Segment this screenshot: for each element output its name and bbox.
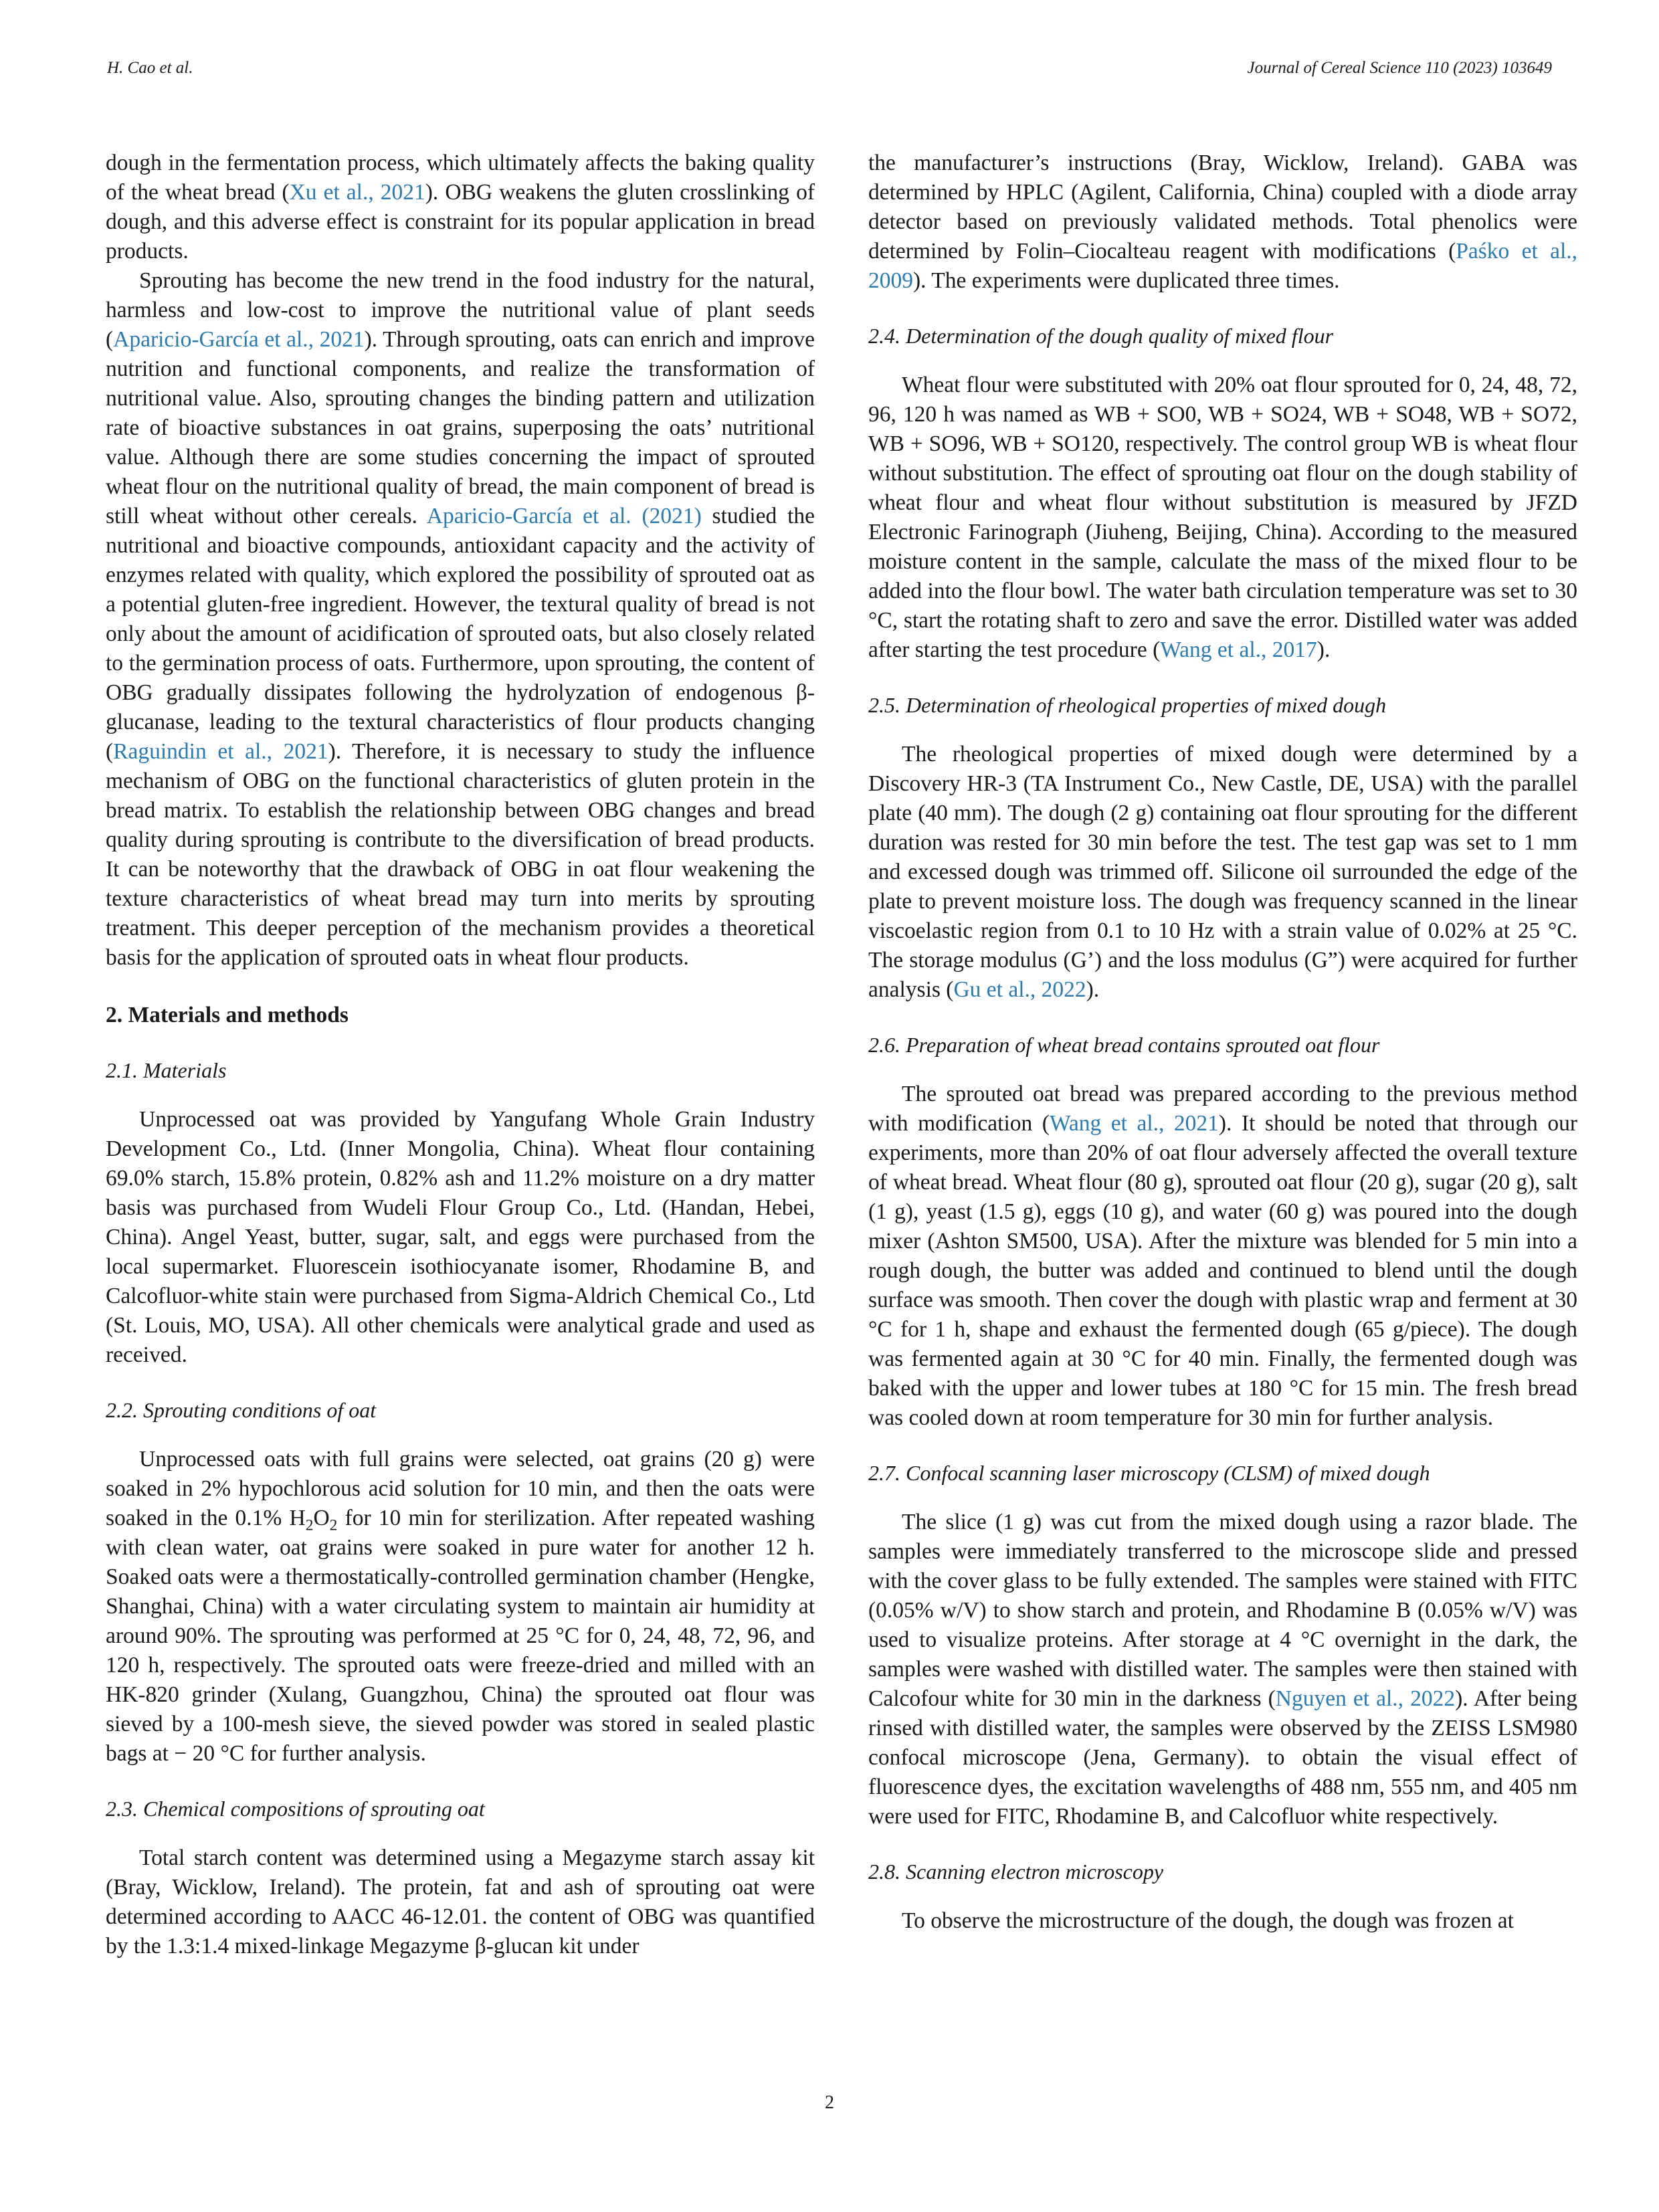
running-head-journal: Journal of Cereal Science 110 (2023) 103… <box>1247 59 1552 77</box>
subsection-heading-sem: 2.8. Scanning electron microscopy <box>868 1859 1164 1884</box>
citation-link[interactable]: Nguyen et al., 2022 <box>1275 1686 1456 1711</box>
citation-link[interactable]: Paśko et al., 2009 <box>868 239 1577 293</box>
subsection-heading-dough-quality: 2.4. Determination of the dough quality … <box>868 324 1334 348</box>
running-head-authors: H. Cao et al. <box>107 59 193 77</box>
paragraph-chemical-continued: the manufacturer’s instructions (Bray, W… <box>868 150 1577 293</box>
citation-link[interactable]: Wang et al., 2017 <box>1160 637 1317 662</box>
subsection-heading-materials: 2.1. Materials <box>106 1058 227 1082</box>
left-column: dough in the fermentation process, which… <box>106 148 815 1961</box>
paragraph-sem: To observe the microstructure of the dou… <box>902 1908 1514 1933</box>
citation-link[interactable]: Aparicio-García et al., 2021 <box>113 327 365 352</box>
paragraph-intro-continued: dough in the fermentation process, which… <box>106 150 815 264</box>
citation-link[interactable]: Gu et al., 2022 <box>953 977 1086 1002</box>
paragraph-dough-quality: Wheat flour were substituted with 20% oa… <box>868 373 1577 662</box>
section-heading-materials-methods: 2. Materials and methods <box>106 1003 349 1027</box>
right-column: the manufacturer’s instructions (Bray, W… <box>868 148 1577 1936</box>
subsection-heading-rheology: 2.5. Determination of rheological proper… <box>868 693 1387 717</box>
subsection-heading-clsm: 2.7. Confocal scanning laser microscopy … <box>868 1461 1430 1485</box>
citation-link[interactable]: Wang et al., 2021 <box>1049 1111 1219 1136</box>
citation-link[interactable]: Aparicio-García et al. (2021) <box>426 504 702 528</box>
subsection-heading-bread-preparation: 2.6. Preparation of wheat bread contains… <box>868 1033 1380 1057</box>
paragraph-clsm: The slice (1 g) was cut from the mixed d… <box>868 1510 1577 1829</box>
subsection-heading-chemical: 2.3. Chemical compositions of sprouting … <box>106 1797 485 1821</box>
paragraph-chemical-compositions: Total starch content was determined usin… <box>106 1845 815 1958</box>
paragraph-sprouting-trend: Sprouting has become the new trend in th… <box>106 268 815 970</box>
subsection-heading-sprouting: 2.2. Sprouting conditions of oat <box>106 1398 377 1422</box>
paragraph-materials: Unprocessed oat was provided by Yangufan… <box>106 1107 815 1367</box>
paragraph-rheology: The rheological properties of mixed doug… <box>868 742 1577 1002</box>
page-number: 2 <box>825 2092 834 2113</box>
citation-link[interactable]: Xu et al., 2021 <box>289 180 425 205</box>
citation-link[interactable]: Raguindin et al., 2021 <box>113 739 328 764</box>
paragraph-sprouting-conditions: Unprocessed oats with full grains were s… <box>106 1447 815 1766</box>
paragraph-bread-preparation: The sprouted oat bread was prepared acco… <box>868 1082 1577 1430</box>
